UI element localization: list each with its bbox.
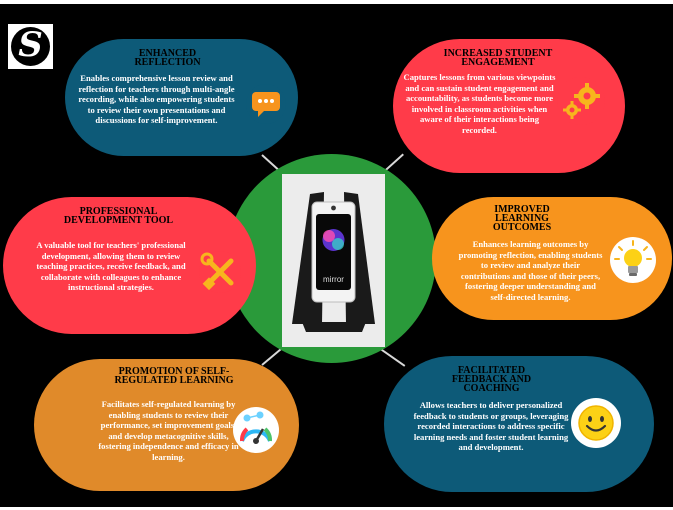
card-title: PROFESSIONAL DEVELOPMENT TOOL [63, 206, 174, 226]
gauge-icon [233, 407, 279, 453]
card-title: IMPROVED LEARNING OUTCOMES [492, 204, 552, 233]
card-professional-development-tool: PROFESSIONAL DEVELOPMENT TOOL A valuable… [3, 197, 256, 334]
card-title: ENHANCED REFLECTION [134, 48, 201, 68]
chat-bubble-icon [246, 84, 286, 124]
card-body: Captures lessons from various viewpoints… [403, 72, 556, 135]
device-photo: mirror [282, 174, 385, 347]
s-logo-icon: S [8, 24, 53, 69]
card-increased-student-engagement: INCREASED STUDENT ENGAGEMENT Captures le… [393, 39, 625, 173]
card-promotion-of-self-regulated-learning: PROMOTION OF SELF-REGULATED LEARNING Fac… [34, 359, 299, 491]
card-improved-learning-outcomes: IMPROVED LEARNING OUTCOMES Enhances lear… [432, 197, 672, 320]
card-body: Facilitates self-regulated learning by e… [98, 399, 239, 462]
device-label: mirror [323, 275, 344, 284]
card-body: Enhances learning outcomes by promoting … [458, 239, 603, 302]
card-title: PROMOTION OF SELF-REGULATED LEARNING [114, 366, 234, 386]
infographic-canvas: mirror S ENHANCED REFLECTION Enables com… [0, 4, 673, 507]
card-body: Enables comprehensive lesson review and … [78, 73, 235, 126]
card-body: A valuable tool for teachers' profession… [36, 240, 186, 293]
gears-icon [557, 77, 605, 125]
card-facilitated-feedback-and-coaching: FACILITATED FEEDBACK AND COACHING Allows… [384, 356, 654, 492]
card-enhanced-reflection: ENHANCED REFLECTION Enables comprehensiv… [65, 39, 298, 156]
mirror-device-illustration: mirror [292, 192, 375, 332]
card-body: Allows teachers to deliver personalized … [413, 400, 569, 453]
card-title: FACILITATED FEEDBACK AND COACHING [451, 365, 532, 394]
card-title: INCREASED STUDENT ENGAGEMENT [443, 48, 553, 68]
logo-letter: S [18, 25, 43, 65]
smiley-icon [571, 398, 621, 448]
lightbulb-icon [610, 237, 656, 283]
tools-icon [199, 251, 241, 293]
